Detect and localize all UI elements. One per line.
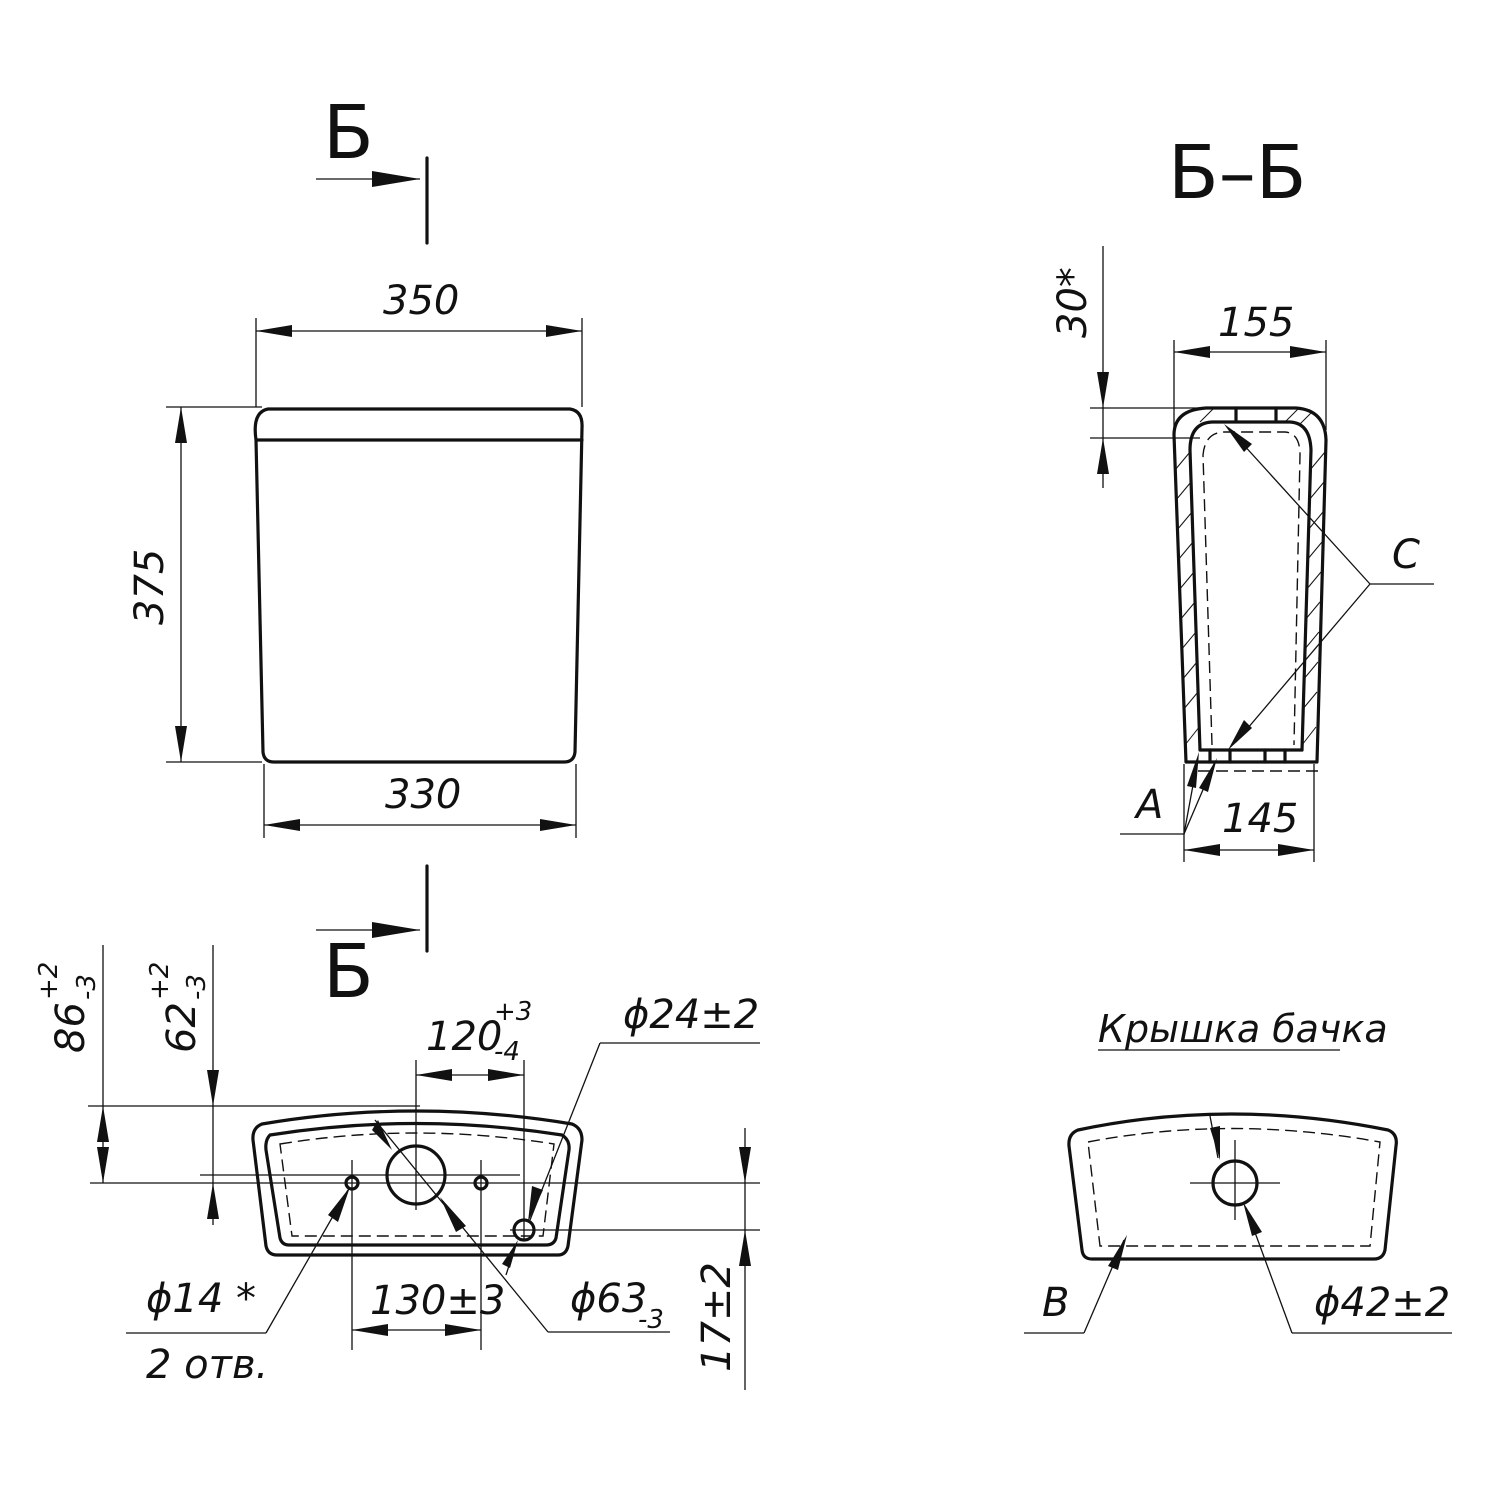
- dim-350: 350: [383, 278, 459, 324]
- dim-86-tol-lower: -3: [72, 974, 102, 1000]
- section-mark-top-label: Б: [323, 90, 374, 176]
- section-inner: [1188, 420, 1313, 752]
- dim-130: 130±3: [370, 1278, 505, 1324]
- dim-62-tol-upper: +2: [145, 962, 175, 1000]
- tank-outline: [253, 407, 584, 764]
- dim-330: 330: [385, 772, 461, 818]
- lid-view: Крышка бачка B ϕ42±2: [1024, 1007, 1452, 1334]
- dim-17: 17±2: [694, 1262, 740, 1372]
- dim-120-tol-lower: -4: [494, 1037, 520, 1067]
- dim-30: 30*: [1050, 267, 1096, 338]
- front-view: 350 375 330: [127, 278, 584, 838]
- bottom-view: 86 +2 -3 62 +2 -3 120 +3 -4 ϕ24±2 ϕ63 -3: [34, 945, 760, 1390]
- bottom-outer: [251, 1109, 584, 1257]
- lid-title: Крышка бачка: [1098, 1007, 1388, 1051]
- dim-86: 86: [48, 1002, 94, 1053]
- label-c: C: [1392, 532, 1420, 578]
- section-outer: [1172, 406, 1328, 764]
- dim-120-tol-upper: +3: [494, 997, 532, 1027]
- dim-62-tol-lower: -3: [182, 974, 212, 1000]
- section-mark-bottom-label: Б: [323, 929, 374, 1015]
- holes-count: 2 отв.: [146, 1342, 268, 1388]
- lid-outline: [1067, 1112, 1398, 1261]
- dim-375: 375: [127, 549, 173, 625]
- label-a: A: [1133, 782, 1163, 828]
- dim-d14: ϕ14 *: [146, 1276, 256, 1322]
- dim-155: 155: [1218, 300, 1294, 346]
- dim-d42: ϕ42±2: [1314, 1280, 1450, 1326]
- label-b: B: [1042, 1280, 1069, 1326]
- dim-d24: ϕ24±2: [623, 992, 759, 1038]
- dim-145: 145: [1222, 796, 1298, 842]
- section-mark-top: Б: [316, 90, 429, 245]
- dim-d63: ϕ63: [570, 1276, 647, 1322]
- dim-120: 120: [426, 1014, 502, 1060]
- section-mark-bottom: Б: [316, 864, 429, 1015]
- section-hatch: [1174, 407, 1326, 746]
- section-title: Б–Б: [1168, 130, 1307, 216]
- dim-62: 62: [159, 1002, 205, 1053]
- dim-d63-tol: -3: [638, 1305, 664, 1335]
- section-view: 30* 155 145 C A: [1050, 246, 1434, 862]
- dim-86-tol-upper: +2: [34, 962, 64, 1000]
- bottom-inner: [264, 1121, 571, 1247]
